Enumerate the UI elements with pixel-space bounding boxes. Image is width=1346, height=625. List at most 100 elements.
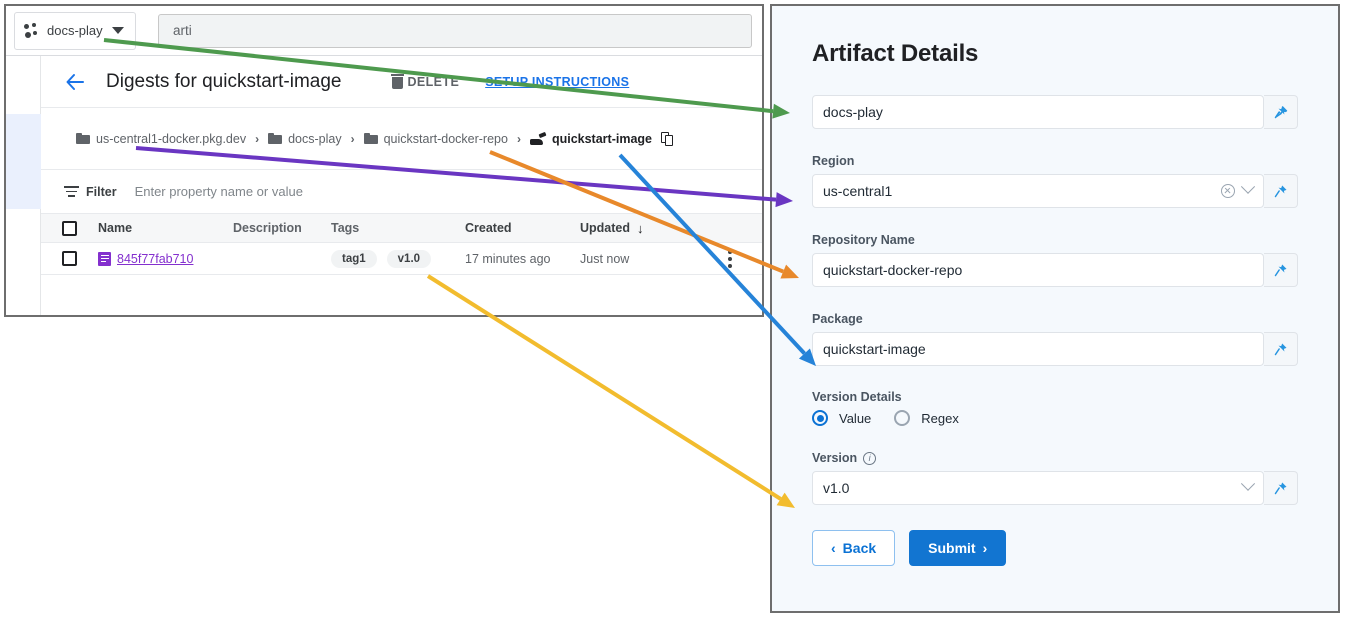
delete-label: DELETE xyxy=(407,74,460,89)
submit-label: Submit xyxy=(928,540,976,556)
pin-icon[interactable] xyxy=(1264,174,1298,208)
folder-icon xyxy=(363,133,378,144)
radio-regex[interactable] xyxy=(894,410,911,426)
region-label: Region xyxy=(812,154,855,168)
package-value: quickstart-image xyxy=(823,341,926,357)
clear-icon[interactable] xyxy=(1221,184,1235,198)
field-region-group: Region us-central1 xyxy=(812,154,1298,208)
pin-icon[interactable] xyxy=(1264,471,1298,505)
column-header-updated-label: Updated xyxy=(580,221,630,235)
sort-descending-icon: ↓ xyxy=(637,220,644,236)
field-package: quickstart-image xyxy=(812,332,1298,366)
column-header-created[interactable]: Created xyxy=(465,221,512,235)
row-checkbox-cell[interactable] xyxy=(41,251,98,266)
pin-icon[interactable] xyxy=(1264,332,1298,366)
back-arrow-icon[interactable] xyxy=(64,71,86,93)
pin-icon[interactable] xyxy=(1264,95,1298,129)
pin-icon[interactable] xyxy=(1264,253,1298,287)
region-value: us-central1 xyxy=(823,183,893,199)
column-header-description[interactable]: Description xyxy=(233,221,302,235)
back-button[interactable]: ‹ Back xyxy=(812,530,896,566)
digest-name-link[interactable]: 845f77fab710 xyxy=(117,251,194,266)
version-details-radio-group: Value Regex xyxy=(812,410,1298,426)
breadcrumb-separator: › xyxy=(516,131,521,146)
chevron-down-icon[interactable] xyxy=(1240,476,1256,491)
cell-name: 845f77fab710 xyxy=(98,251,233,266)
delete-button[interactable]: DELETE xyxy=(391,74,459,89)
search-value: arti xyxy=(173,23,192,38)
column-header-updated[interactable]: Updated ↓ xyxy=(580,221,700,236)
google-cloud-dots-icon xyxy=(24,22,40,39)
chevron-down-icon[interactable] xyxy=(1240,179,1256,194)
caret-down-icon xyxy=(111,27,124,34)
breadcrumb: us-central1-docker.pkg.dev › docs-play ›… xyxy=(41,108,762,170)
form-actions: ‹ Back Submit › xyxy=(812,530,1298,566)
field-package-group: Package quickstart-image xyxy=(812,312,1298,366)
filter-bar: Filter Enter property name or value xyxy=(41,170,762,214)
breadcrumb-label: quickstart-docker-repo xyxy=(383,131,508,146)
digests-table: Name Description Tags Created Updated ↓ xyxy=(41,214,762,275)
cell-row-menu[interactable] xyxy=(700,249,762,268)
info-icon[interactable]: i xyxy=(863,451,877,465)
trash-icon xyxy=(391,74,405,89)
project-input[interactable]: docs-play xyxy=(812,95,1264,129)
region-input[interactable]: us-central1 xyxy=(812,174,1264,208)
kebab-menu-icon[interactable] xyxy=(728,249,732,268)
page-header: Digests for quickstart-image DELETE SETU… xyxy=(41,56,762,108)
version-label: Version xyxy=(812,451,858,465)
setup-instructions-link[interactable]: SETUP INSTRUCTIONS xyxy=(485,74,630,89)
breadcrumb-separator: › xyxy=(350,131,355,146)
row-checkbox[interactable] xyxy=(62,251,77,266)
column-header-tags[interactable]: Tags xyxy=(331,221,360,235)
console-search-input[interactable]: arti xyxy=(158,13,752,48)
breadcrumb-item-project[interactable]: docs-play xyxy=(268,132,342,146)
breadcrumb-item-registry[interactable]: us-central1-docker.pkg.dev xyxy=(76,132,246,146)
field-repository-name: quickstart-docker-repo xyxy=(812,253,1298,287)
filter-icon xyxy=(64,186,79,197)
submit-chevron-icon: › xyxy=(982,540,988,556)
breadcrumb-item-repository[interactable]: quickstart-docker-repo xyxy=(363,131,508,146)
field-project: docs-play xyxy=(812,95,1298,129)
project-value: docs-play xyxy=(823,104,883,120)
package-input[interactable]: quickstart-image xyxy=(812,332,1264,366)
tag-chip[interactable]: tag1 xyxy=(331,249,377,268)
table-row[interactable]: 845f77fab710 tag1 v1.0 17 minutes ago Ju… xyxy=(41,243,762,275)
cell-updated: Just now xyxy=(580,251,630,266)
folder-icon xyxy=(76,133,90,144)
field-version: v1.0 xyxy=(812,471,1298,505)
project-selector[interactable]: docs-play xyxy=(14,11,136,50)
table-header-row: Name Description Tags Created Updated ↓ xyxy=(41,214,762,243)
radio-regex-label: Regex xyxy=(921,410,959,426)
filter-input[interactable]: Enter property name or value xyxy=(134,184,303,199)
radio-value-label: Value xyxy=(839,410,872,426)
copy-icon[interactable] xyxy=(660,131,674,146)
breadcrumb-label: docs-play xyxy=(288,131,342,146)
version-label-row: Version i xyxy=(812,451,1298,465)
submit-button[interactable]: Submit › xyxy=(909,530,1007,566)
breadcrumb-item-package[interactable]: quickstart-image xyxy=(529,131,652,146)
cell-tags: tag1 v1.0 xyxy=(331,249,465,268)
console-topbar: docs-play arti xyxy=(6,6,762,56)
repository-name-value: quickstart-docker-repo xyxy=(823,262,963,278)
version-input[interactable]: v1.0 xyxy=(812,471,1264,505)
field-region: us-central1 xyxy=(812,174,1298,208)
panel-title: Artifact Details xyxy=(812,40,979,67)
select-all-checkbox[interactable] xyxy=(62,220,77,236)
back-chevron-icon: ‹ xyxy=(831,540,836,556)
column-header-name[interactable]: Name xyxy=(98,221,133,235)
tag-chip[interactable]: v1.0 xyxy=(386,249,432,268)
back-label: Back xyxy=(842,540,877,556)
version-details-label: Version Details xyxy=(812,390,902,404)
package-label: Package xyxy=(812,312,863,326)
artifact-details-panel: Artifact Details docs-play Region us-cen… xyxy=(770,4,1340,613)
version-value: v1.0 xyxy=(823,480,850,496)
cell-created: 17 minutes ago xyxy=(465,251,551,266)
folder-icon xyxy=(268,133,283,144)
repository-name-input[interactable]: quickstart-docker-repo xyxy=(812,253,1264,287)
radio-value[interactable] xyxy=(812,410,828,426)
select-all-checkbox-cell[interactable] xyxy=(41,220,98,236)
breadcrumb-label: quickstart-image xyxy=(551,131,652,146)
digest-document-icon xyxy=(98,251,111,266)
filter-label: Filter xyxy=(86,184,117,199)
